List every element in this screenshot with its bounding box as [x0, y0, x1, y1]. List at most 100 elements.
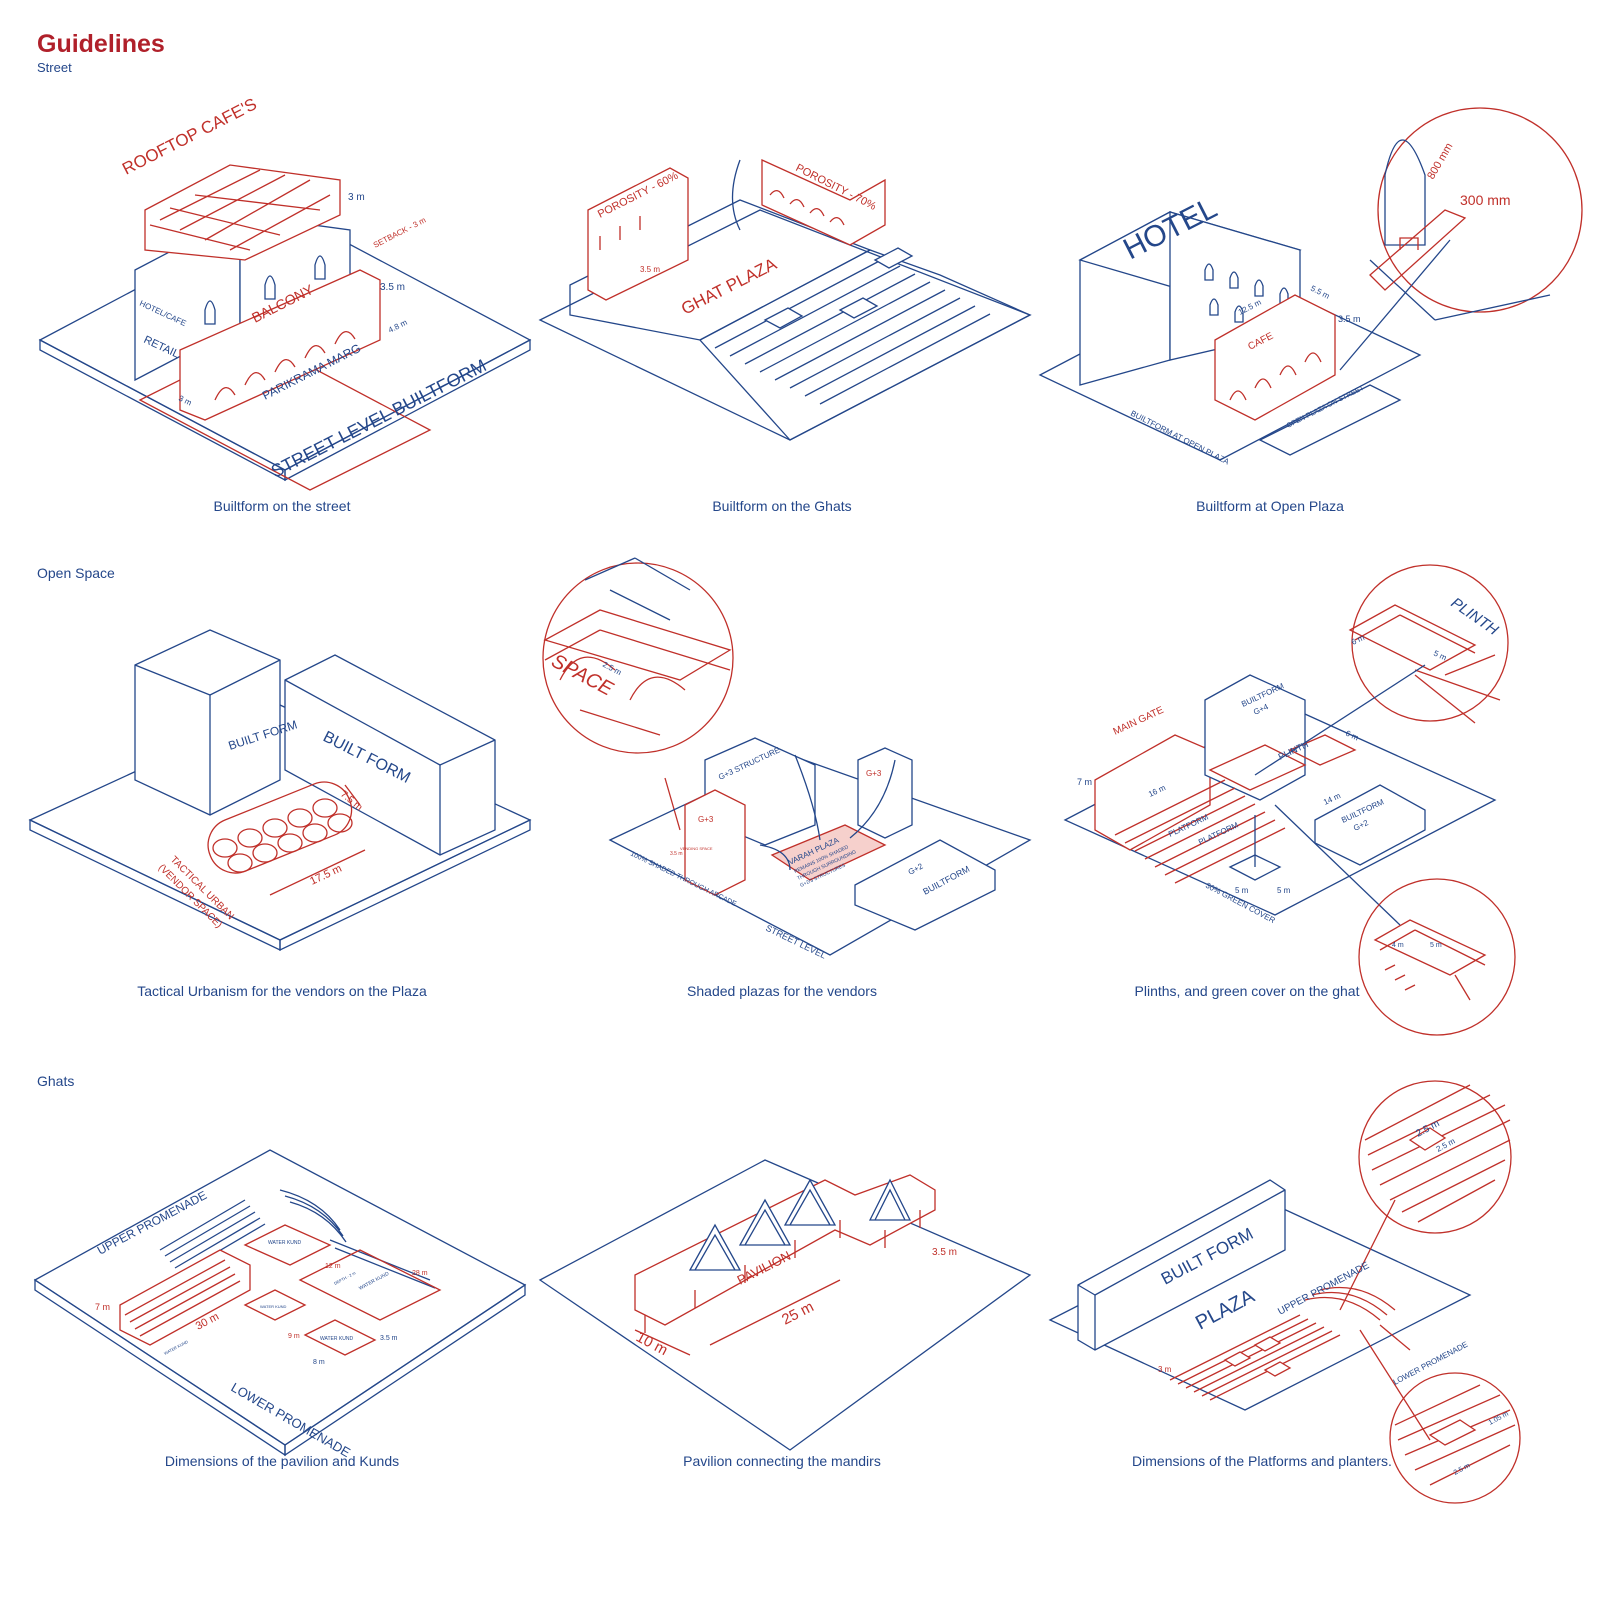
diagram-platforms-planters: BUILT FORM PLAZA UPPER PROMENADE LOWER P…	[1048, 1080, 1521, 1504]
mandir-shikharas	[688, 1178, 912, 1271]
label-g3-right: G+3	[866, 769, 882, 778]
water-kund-a	[243, 1224, 332, 1266]
g2-block	[854, 839, 996, 931]
label-water-kund-e: WATER KUND	[163, 1339, 189, 1356]
caption-platforms-planters: Dimensions of the Platforms and planters…	[1132, 1453, 1392, 1469]
section-label-ghats: Ghats	[37, 1073, 75, 1089]
label-g3-left: G+3	[698, 815, 714, 824]
ghat-steps	[698, 249, 1032, 441]
cafe-block	[1214, 294, 1336, 421]
dim-14m: 14 m	[1322, 791, 1342, 807]
built-form-block	[1077, 1179, 1286, 1351]
base-plate	[538, 1159, 1032, 1451]
diagram-tactical-urbanism: BUILT FORM BUILT FORM TACTICAL URBAN (VE…	[28, 629, 532, 952]
label-water-kund-c: WATER KUND	[260, 1304, 287, 1309]
dim-800mm: 800 mm	[1425, 141, 1455, 181]
diagram-builtform-street: ROOFTOP CAFE'S BALCONY HOTEL/CAFE RETAIL…	[38, 94, 532, 491]
section-label-street: Street	[37, 60, 72, 75]
building-porosity-70	[761, 158, 886, 246]
label-water-kund-b: WATER KUND	[358, 1271, 390, 1292]
label-ghat-plaza: GHAT PLAZA	[678, 254, 780, 319]
caption-shaded-plazas: Shaded plazas for the vendors	[687, 983, 877, 999]
platform-steps	[1169, 1286, 1411, 1401]
upper-promenade-steps	[159, 1189, 436, 1289]
varah-plaza	[770, 824, 887, 881]
caption-builtform-ghats: Builtform on the Ghats	[712, 498, 852, 514]
label-upper-promenade: UPPER PROMENADE	[95, 1188, 209, 1258]
label-main-gate: MAIN GATE	[1112, 705, 1166, 738]
dim-5m-c: 5 m	[1430, 942, 1442, 949]
leader-top	[1339, 1199, 1396, 1311]
detail-zoom-circle-platform	[1358, 878, 1516, 1036]
label-plinth-zoom: PLINTH	[1448, 594, 1502, 639]
dim-3-5m: 3.5 m	[380, 282, 405, 293]
water-kund-c	[243, 1289, 307, 1321]
label-street-level: STREET LEVEL	[764, 923, 828, 961]
caption-builtform-street: Builtform on the street	[213, 498, 351, 514]
caption-pavilion-kunds: Dimensions of the pavilion and Kunds	[164, 1453, 400, 1469]
dim-7m: 7 m	[95, 1302, 110, 1312]
label-depth: DEPTH - 2 m	[333, 1270, 357, 1286]
detail-leader	[1339, 239, 1451, 371]
built-form-block-b	[284, 654, 496, 856]
g3-left-arcade	[684, 789, 746, 896]
label-vending-space: VENDING SPACE	[680, 846, 713, 851]
pavilion-slab	[634, 1174, 936, 1326]
dim-6m-b: 6 m	[1344, 729, 1360, 743]
detail-zoom-circle-plinth	[1351, 564, 1509, 722]
caption-pavilion-mandirs: Pavilion connecting the mandirs	[683, 1453, 881, 1469]
dim-28m: 28 m	[412, 1270, 428, 1277]
dim-7m: 7 m	[1077, 777, 1092, 787]
pavilion	[119, 1249, 251, 1346]
dim-5m-b: 5 m	[1277, 886, 1291, 895]
detail-zoom-circle	[542, 562, 734, 754]
label-lower-promenade: LOWER PROMENADE	[1392, 1340, 1470, 1387]
diagram-plinths-green-cover: PLINTH 6 m 5 m MAIN GATE BUILTFORM G+4 B…	[1063, 564, 1516, 1036]
detail-leader	[664, 777, 681, 831]
dim-5m-a: 5 m	[1235, 886, 1249, 895]
label-builtform-at-open-plaza: BUILTFORM AT OPEN PLAZA	[1129, 409, 1231, 467]
diagram-pavilion-mandirs: PAVILION 10 m 25 m 3.5 m	[538, 1159, 1032, 1451]
dim-25m: 25 m	[779, 1298, 816, 1328]
base-plate	[33, 1149, 527, 1446]
diagram-builtform-ghats: POROSITY - 60% POROSITY - 70% GHAT PLAZA…	[538, 158, 1032, 441]
detail-zoom-circle-top	[1358, 1080, 1512, 1234]
dim-3m: 3 m	[1158, 1365, 1172, 1374]
caption-plinths-green-cover: Plinths, and green cover on the ghat	[1134, 983, 1360, 999]
leader-plinth	[1254, 664, 1426, 776]
dim-300mm: 300 mm	[1460, 192, 1511, 208]
platform-steps	[1114, 734, 1357, 884]
label-upper-promenade: UPPER PROMENADE	[1276, 1260, 1371, 1318]
caption-builtform-open-plaza: Builtform at Open Plaza	[1196, 498, 1344, 514]
label-water-kund-d: WATER KUND	[320, 1336, 353, 1342]
diagram-builtform-open-plaza: HOTEL CAFE OPEN PLAZA ON STREET BUILTFOR…	[1038, 107, 1583, 467]
dim-3-5m: 3.5 m	[640, 265, 660, 274]
dim-1-05m: 1.05 m	[1488, 1410, 1510, 1426]
open-plaza-on-street	[1258, 384, 1402, 456]
dim-9m: 9 m	[288, 1333, 300, 1340]
label-setback: SETBACK - 3 m	[372, 215, 428, 249]
diagram-shaded-plazas: SPACE 2.5 m G+3 STRUCTURE G+3 G+3 G+2 BU…	[542, 557, 1032, 961]
dim-10m: 10 m	[633, 1329, 670, 1360]
dim-4-8m: 4.8 m	[387, 318, 409, 335]
vendor-stall-grid	[207, 781, 353, 874]
caption-tactical-urbanism: Tactical Urbanism for the vendors on the…	[137, 983, 427, 999]
detail-zoom-circle-bottom	[1389, 1372, 1521, 1504]
water-kund-b	[298, 1249, 442, 1321]
label-platform-2: PLATFORM	[1197, 820, 1240, 846]
dim-4m: 4 m	[1392, 942, 1404, 949]
arcade	[179, 269, 381, 421]
diagram-pavilion-kunds: UPPER PROMENADE LOWER PROMENADE WATER KU…	[33, 1149, 527, 1460]
dim-3-5m: 3.5 m	[1338, 314, 1361, 324]
leader-bottom	[1359, 1329, 1431, 1441]
main-gate	[1094, 734, 1211, 851]
label-water-kund-a: WATER KUND	[268, 1240, 301, 1246]
dim-3-5m: 3.5 m	[932, 1247, 957, 1258]
building-porosity-60	[587, 167, 689, 301]
page-title: Guidelines	[37, 30, 165, 58]
detail-zoom-circle	[1377, 107, 1583, 313]
dim-8m: 8 m	[313, 1359, 325, 1366]
tree-planter	[1228, 854, 1282, 881]
water-kund-d	[303, 1319, 377, 1356]
porosity-arrow	[731, 159, 741, 231]
